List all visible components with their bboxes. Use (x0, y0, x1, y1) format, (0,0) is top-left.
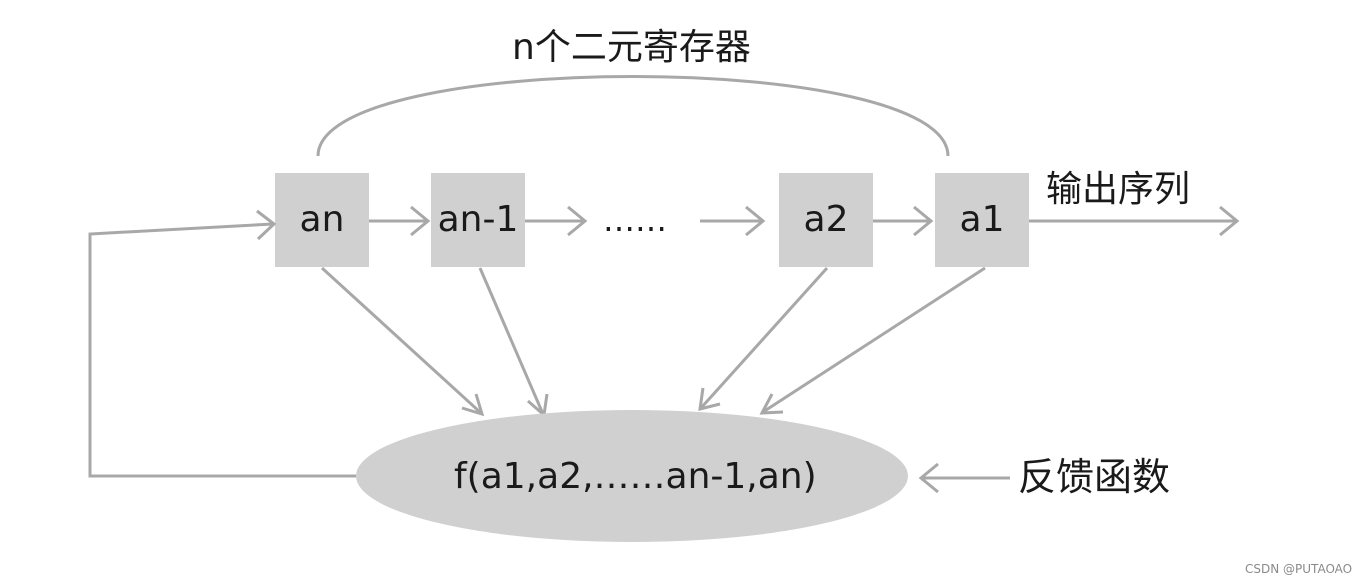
register-box-an (275, 173, 369, 267)
feedback-label-arrow (918, 462, 1010, 494)
register-label-an-1: an-1 (437, 199, 519, 240)
shift-arrow-an-1-to-dots (525, 205, 588, 237)
output-sequence-label: 输出序列 (1046, 169, 1191, 210)
tap-arrow-an (320, 266, 485, 417)
feedback-loop-arrow (88, 209, 356, 478)
shift-arrow-dots-to-a2 (700, 205, 766, 237)
shift-arrow-a2-to-a1 (873, 205, 934, 237)
feedback-function-ellipse (356, 410, 908, 542)
register-ellipsis: …… (603, 201, 667, 239)
feedback-function-label: 反馈函数 (1018, 455, 1171, 499)
register-label-an: an (299, 199, 345, 240)
tap-arrow-an-1 (478, 267, 549, 418)
register-box-an-1 (431, 173, 525, 267)
register-box-a1 (935, 173, 1029, 267)
register-group-title: n个二元寄存器 (512, 27, 751, 68)
watermark: CSDN @PUTAOAO (1245, 562, 1353, 576)
register-label-a1: a1 (959, 199, 1005, 240)
register-label-a2: a2 (803, 199, 849, 240)
output-arrow (1029, 205, 1240, 237)
feedback-function-formula: f(a1,a2,……an-1,an) (454, 456, 817, 497)
tap-arrow-a2 (698, 266, 829, 411)
tap-arrow-a1 (759, 266, 986, 415)
register-brace (316, 75, 950, 157)
shift-arrow-an-to-an-1 (369, 205, 431, 237)
register-box-a2 (779, 173, 873, 267)
